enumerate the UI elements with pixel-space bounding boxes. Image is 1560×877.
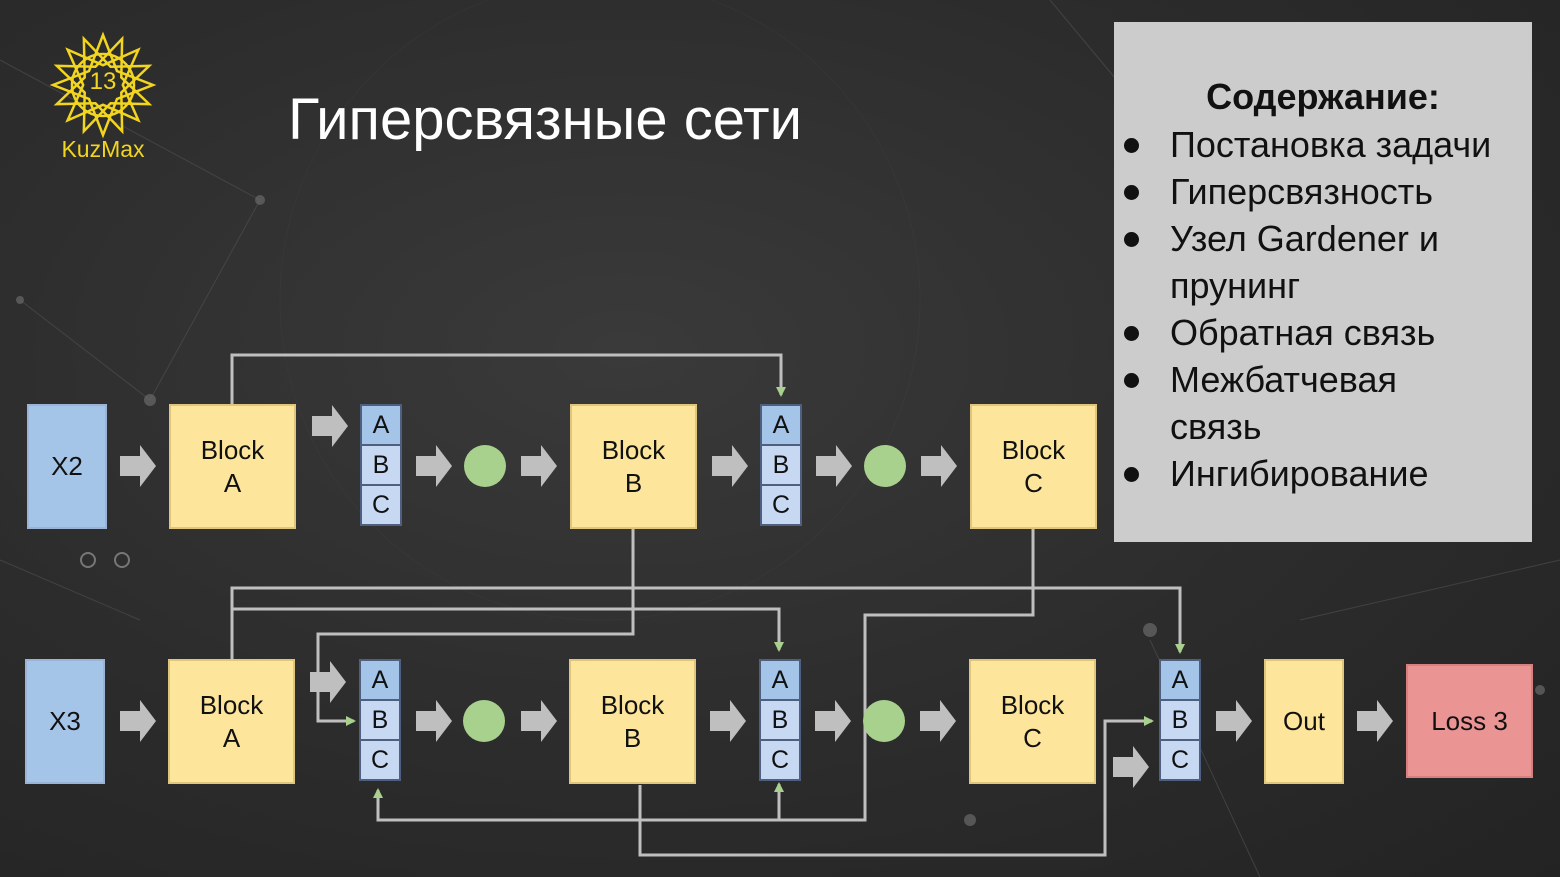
arrow-right-icon	[816, 445, 852, 487]
concat-slot-a: A	[359, 659, 401, 701]
contents-item: Узел Gardener и прунинг	[1114, 215, 1500, 309]
contents-item: Межбатчевая связь	[1114, 356, 1470, 450]
bullet-icon	[1124, 138, 1139, 153]
concat-slot-a: A	[760, 404, 802, 446]
logo-name: KuzMax	[61, 136, 145, 162]
arrow-right-icon	[1216, 700, 1252, 742]
input-x3: X3	[25, 659, 105, 784]
contents-item-label: Постановка задачи	[1170, 124, 1492, 165]
row2-concat-1: A B C	[359, 659, 401, 781]
contents-item-label: Гиперсвязность	[1170, 171, 1433, 212]
arrow-right-icon	[416, 700, 452, 742]
row1-block-b: Block B	[570, 404, 697, 529]
arrow-right-icon	[416, 445, 452, 487]
contents-heading: Содержание:	[1206, 76, 1440, 117]
merge-node	[863, 700, 905, 742]
bullet-icon	[1124, 373, 1139, 388]
skip-connection	[230, 353, 786, 404]
arrow-right-icon	[310, 661, 346, 703]
bullet-icon	[1124, 326, 1139, 341]
concat-slot-c: C	[360, 484, 402, 526]
arrow-right-icon	[1113, 746, 1149, 788]
merge-node	[864, 445, 906, 487]
contents-item-label: Межбатчевая связь	[1170, 359, 1398, 447]
arrow-right-icon	[521, 445, 557, 487]
row2-concat-2: A B C	[759, 659, 801, 781]
row1-concat-2: A B C	[760, 404, 802, 526]
row2-concat-3: A B C	[1159, 659, 1201, 781]
skip-connection	[230, 586, 1185, 654]
arrow-right-icon	[712, 445, 748, 487]
concat-slot-b: B	[760, 444, 802, 486]
merge-node	[464, 445, 506, 487]
arrow-right-icon	[120, 700, 156, 742]
arrow-right-icon	[921, 445, 957, 487]
arrow-right-icon	[521, 700, 557, 742]
concat-slot-c: C	[1159, 739, 1201, 781]
contents-item: Обратная связь	[1114, 309, 1532, 356]
concat-slot-a: A	[1159, 659, 1201, 701]
logo-number: 13	[89, 68, 117, 95]
flow-arrows	[120, 405, 1393, 788]
star-emblem-icon	[49, 31, 157, 139]
row1-block-a: Block A	[169, 404, 296, 529]
contents-item-label: Ингибирование	[1170, 453, 1429, 494]
kuzmax-logo: 13 KuzMax	[48, 30, 158, 162]
contents-panel: Содержание: Постановка задачи Гиперсвязн…	[1114, 22, 1532, 542]
merge-node	[463, 700, 505, 742]
arrow-right-icon	[710, 700, 746, 742]
arrow-right-icon	[312, 405, 348, 447]
bullet-icon	[1124, 467, 1139, 482]
contents-list: Постановка задачи Гиперсвязность Узел Ga…	[1114, 121, 1532, 497]
concat-slot-a: A	[360, 404, 402, 446]
bullet-icon	[1124, 185, 1139, 200]
contents-item-label: Обратная связь	[1170, 312, 1436, 353]
skip-connection	[230, 607, 784, 659]
skip-connection	[316, 528, 635, 726]
contents-item-label: Узел Gardener и прунинг	[1170, 218, 1439, 306]
row2-block-c: Block C	[969, 659, 1096, 784]
bullet-icon	[1124, 232, 1139, 247]
concat-slot-b: B	[360, 444, 402, 486]
row1-concat-1: A B C	[360, 404, 402, 526]
concat-slot-b: B	[759, 699, 801, 741]
contents-item: Постановка задачи	[1114, 121, 1532, 168]
skip-connection	[638, 716, 1154, 857]
output-node: Out	[1264, 659, 1344, 784]
row2-block-a: Block A	[168, 659, 295, 784]
arrow-right-icon	[120, 445, 156, 487]
concat-slot-a: A	[759, 659, 801, 701]
arrow-right-icon	[920, 700, 956, 742]
concat-slot-b: B	[1159, 699, 1201, 741]
arrow-right-icon	[815, 700, 851, 742]
row1-block-c: Block C	[970, 404, 1097, 529]
loss-node: Loss 3	[1406, 664, 1533, 778]
contents-item: Гиперсвязность	[1114, 168, 1532, 215]
arrow-right-icon	[1357, 700, 1393, 742]
row2-block-b: Block B	[569, 659, 696, 784]
contents-item: Ингибирование	[1114, 450, 1532, 497]
page-title: Гиперсвязные сети	[288, 87, 803, 152]
concat-slot-b: B	[359, 699, 401, 741]
concat-slot-c: C	[359, 739, 401, 781]
skip-connection	[373, 528, 1035, 822]
input-x2: X2	[27, 404, 107, 529]
concat-slot-c: C	[759, 739, 801, 781]
concat-slot-c: C	[760, 484, 802, 526]
